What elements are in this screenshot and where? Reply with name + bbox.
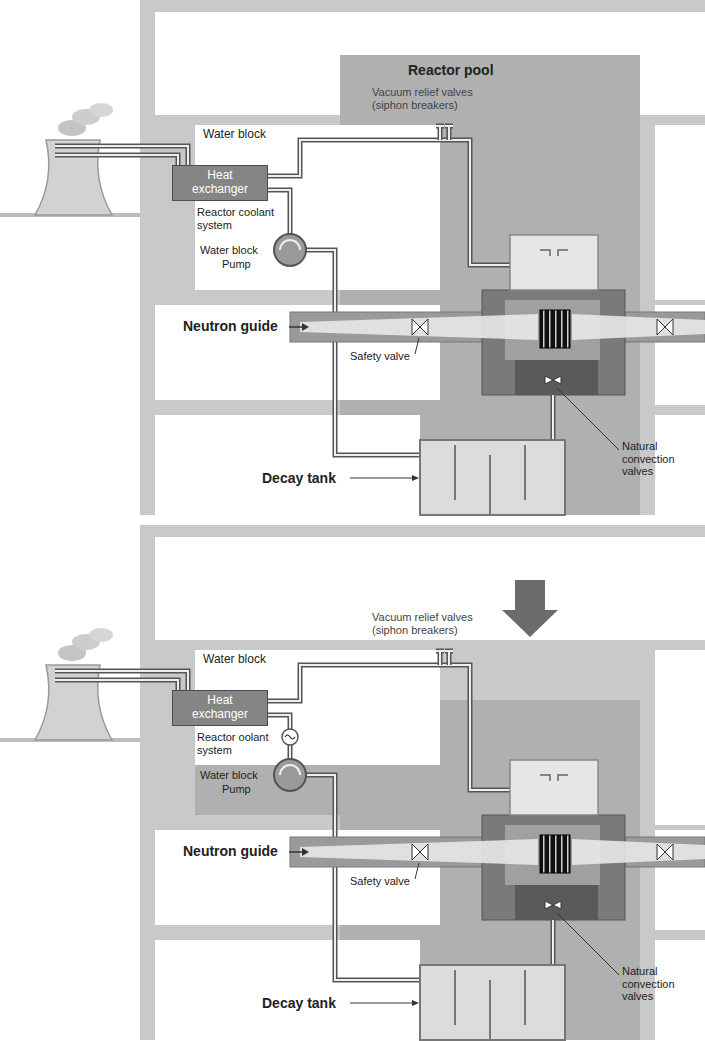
part-label: Decay tank xyxy=(262,995,336,1011)
part-label: Water block xyxy=(200,769,258,782)
level-drop-arrow xyxy=(502,580,558,637)
part-label: Natural convection valves xyxy=(622,965,702,1003)
part-label: Reactor coolant system xyxy=(197,206,282,231)
heat-exchanger-box: Heat exchanger xyxy=(172,165,268,201)
upper-panel xyxy=(0,0,705,515)
box-text: Heat exchanger xyxy=(180,169,260,197)
part-label: Vacuum relief valves (siphon breakers) xyxy=(372,86,502,111)
part-label: Safety valve xyxy=(350,350,410,363)
part-label: Water block xyxy=(203,653,266,667)
part-label: Reactor pool xyxy=(408,62,494,78)
part-label: Water block xyxy=(203,128,266,142)
part-label: Natural convection valves xyxy=(622,440,702,478)
part-label: Safety valve xyxy=(350,875,410,888)
box-text: Heat exchanger xyxy=(180,694,260,722)
heat-exchanger-box: Heat exchanger xyxy=(172,690,268,726)
part-label: Pump xyxy=(222,783,251,796)
part-label: Water block xyxy=(200,244,258,257)
part-label: Neutron guide xyxy=(183,843,278,859)
part-label: Decay tank xyxy=(262,470,336,486)
lower-panel xyxy=(0,525,705,1040)
part-label: Reactor oolant system xyxy=(197,731,282,756)
part-label: Neutron guide xyxy=(183,318,278,334)
part-label: Pump xyxy=(222,258,251,271)
part-label: Vacuum relief valves (siphon breakers) xyxy=(372,611,502,636)
